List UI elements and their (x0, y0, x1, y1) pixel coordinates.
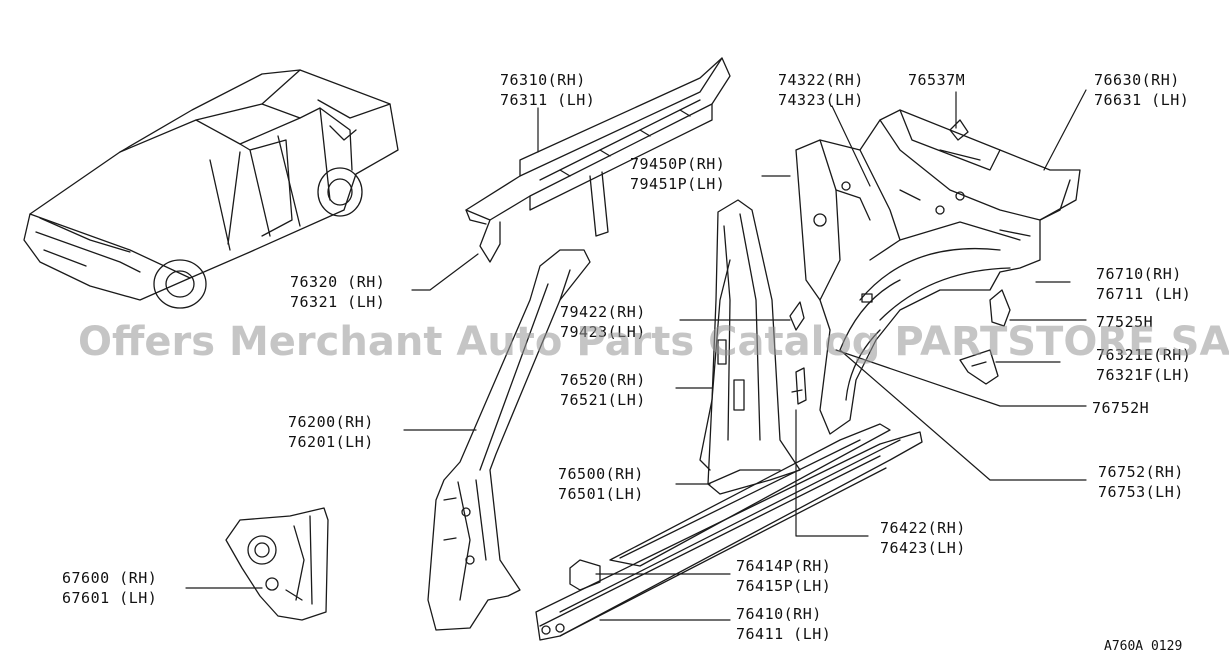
part-label-76520: 76520(RH)76521(LH) (560, 371, 646, 409)
part-label-76414p: 76414P(RH)76415P(LH) (736, 557, 832, 595)
diagram-code: A760A 0129 (1104, 639, 1183, 654)
part-label-67600: 67600 (RH)67601 (LH) (62, 569, 158, 607)
inner-panel (225, 507, 329, 621)
part-label-74322: 74322(RH)74323(LH) (778, 71, 864, 109)
part-label-76422: 76422(RH)76423(LH) (880, 519, 966, 557)
part-label-76200: 76200(RH)76201(LH) (288, 413, 374, 451)
part-label-76710: 76710(RH)76711 (LH) (1096, 265, 1192, 303)
part-label-79422: 79422(RH)79423(LH) (560, 303, 646, 341)
part-label-76410: 76410(RH)76411 (LH) (736, 605, 832, 643)
part-label-76752h: 76752H (1092, 399, 1150, 417)
part-label-76321e: 76321E(RH)76321F(LH) (1096, 346, 1192, 384)
car-overview-illustration (23, 69, 399, 309)
part-label-76537m: 76537M (908, 71, 966, 89)
side-brackets (959, 289, 1011, 385)
watermark: Offers Merchant Auto Parts Catalog PARTS… (78, 319, 1229, 365)
front-pillar-assembly (699, 199, 801, 495)
small-brackets (789, 301, 807, 405)
part-label-77525h: 77525H (1096, 313, 1154, 331)
sill-panels (535, 423, 923, 641)
part-label-79450p: 79450P(RH)79451P(LH) (630, 155, 726, 193)
part-label-76752: 76752(RH)76753(LH) (1098, 463, 1184, 501)
part-label-76630: 76630(RH)76631 (LH) (1094, 71, 1190, 109)
part-label-76320: 76320 (RH)76321 (LH) (290, 273, 386, 311)
front-wheelhouse-assembly (795, 109, 1081, 435)
part-label-76310: 76310(RH)76311 (LH) (500, 71, 596, 109)
leader-lines (185, 89, 1087, 621)
roof-side-rail (465, 57, 731, 263)
center-pillar (427, 249, 591, 631)
part-label-76500: 76500(RH)76501(LH) (558, 465, 644, 503)
